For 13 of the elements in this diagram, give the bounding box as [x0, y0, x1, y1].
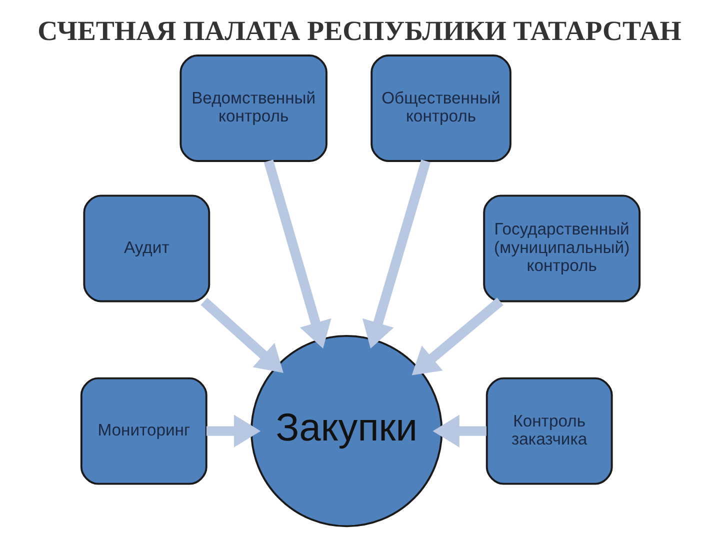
node-box: Мониторинг [80, 377, 207, 485]
arrow [432, 414, 486, 448]
node-box: Государственный (муниципальный) контроль [482, 194, 640, 302]
arrow [411, 298, 503, 376]
node-box: Общественный контроль [370, 54, 511, 162]
node-box: Аудит [82, 194, 210, 302]
arrow [263, 160, 331, 349]
node-box: Контроль заказчика [485, 377, 612, 485]
arrow [362, 160, 430, 349]
arrow [200, 298, 283, 373]
arrow [206, 414, 260, 448]
node-box: Ведомственный контроль [179, 54, 327, 162]
diagram-title: СЧЕТНАЯ ПАЛАТА РЕСПУБЛИКИ ТАТАРСТАН [37, 16, 681, 48]
